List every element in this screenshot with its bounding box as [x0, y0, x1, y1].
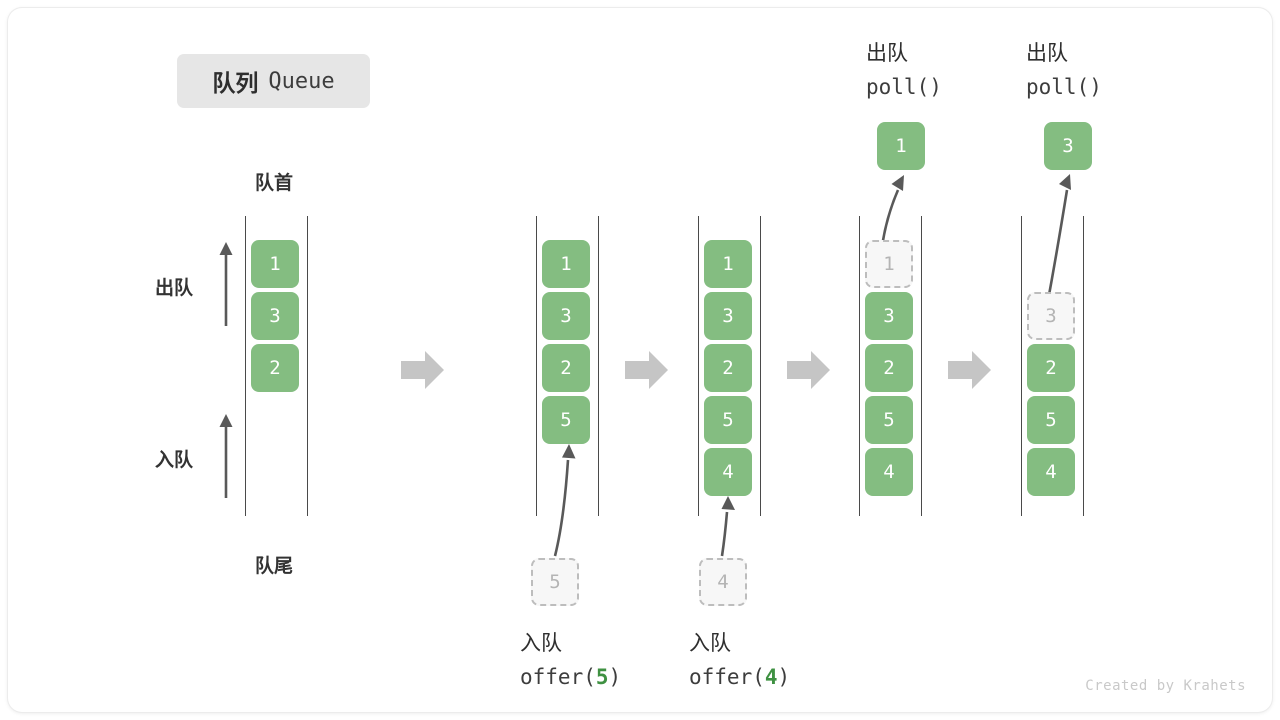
queue-element-new: 4 [704, 448, 752, 496]
queue-element: 4 [1027, 448, 1075, 496]
queue-rail-right-3 [760, 216, 761, 516]
operation-caption-code: poll() [866, 74, 942, 99]
queue-element: 1 [542, 240, 590, 288]
transition-arrow-icon [625, 351, 668, 389]
transition-arrow-icon [948, 351, 991, 389]
queue-head-label: 队首 [254, 173, 293, 194]
queue-rail-left-5 [1021, 216, 1022, 516]
diagram-title-chip: 队列 Queue [177, 54, 370, 108]
queue-element: 2 [251, 344, 299, 392]
operation-caption-offer-4: 入队 offer(4) [689, 628, 790, 693]
operation-caption-cn: 出队 [866, 42, 908, 65]
queue-rail-left-4 [859, 216, 860, 516]
queue-element: 3 [704, 292, 752, 340]
queue-element: 4 [865, 448, 913, 496]
queue-rail-right-5 [1083, 216, 1084, 516]
enqueue-insert-arrow-icon [720, 496, 735, 557]
dequeue-direction-arrow-icon [219, 242, 233, 326]
operation-caption-cn: 入队 [520, 632, 562, 655]
transition-arrow-icon [787, 351, 830, 389]
queue-tail-label: 队尾 [254, 556, 293, 577]
operation-caption-offer-5: 入队 offer(5) [520, 628, 621, 693]
operation-caption-value: 4 [764, 664, 778, 689]
popped-element: 3 [1044, 122, 1092, 170]
diagram-title-cn: 队列 [212, 70, 259, 96]
queue-element: 5 [1027, 396, 1075, 444]
operation-caption-value: 5 [595, 664, 609, 689]
removed-element-ghost: 1 [865, 240, 913, 288]
queue-rail-left-3 [698, 216, 699, 516]
queue-element-new: 5 [542, 396, 590, 444]
operation-caption-code: offer(4) [689, 664, 791, 689]
transition-arrow-icon [401, 351, 444, 389]
pending-element-ghost: 4 [699, 558, 747, 606]
credit-text: Created by Krahets [1085, 678, 1246, 694]
operation-caption-cn: 出队 [1026, 42, 1068, 65]
queue-element: 5 [865, 396, 913, 444]
queue-element: 1 [704, 240, 752, 288]
enqueue-insert-arrow-icon [553, 444, 576, 557]
diagram-title-en: Queue [268, 68, 335, 94]
queue-element: 2 [865, 344, 913, 392]
operation-caption-poll-3: 出队 poll() [1026, 38, 1102, 103]
queue-element: 3 [865, 292, 913, 340]
operation-caption-code: poll() [1026, 74, 1102, 99]
removed-element-ghost: 3 [1027, 292, 1075, 340]
pending-element-ghost: 5 [531, 558, 579, 606]
queue-element: 3 [251, 292, 299, 340]
queue-rail-left-1 [245, 216, 246, 516]
queue-rail-right-4 [921, 216, 922, 516]
queue-element: 5 [704, 396, 752, 444]
operation-caption-cn: 入队 [689, 632, 731, 655]
queue-rail-right-2 [598, 216, 599, 516]
enqueue-direction-arrow-icon [219, 414, 233, 498]
queue-rail-left-2 [536, 216, 537, 516]
enqueue-direction-label: 入队 [155, 450, 194, 471]
queue-element: 1 [251, 240, 299, 288]
queue-rail-right-1 [307, 216, 308, 516]
queue-element: 3 [542, 292, 590, 340]
queue-element: 2 [1027, 344, 1075, 392]
queue-element: 2 [704, 344, 752, 392]
popped-element: 1 [877, 122, 925, 170]
operation-caption-code: offer(5) [520, 664, 622, 689]
diagram-card: 队列 Queue 队首 1 3 2 队尾 出队 入队 1 3 2 5 5 入队 … [8, 8, 1272, 712]
operation-caption-poll-1: 出队 poll() [866, 38, 942, 103]
dequeue-direction-label: 出队 [155, 278, 194, 299]
queue-element: 2 [542, 344, 590, 392]
